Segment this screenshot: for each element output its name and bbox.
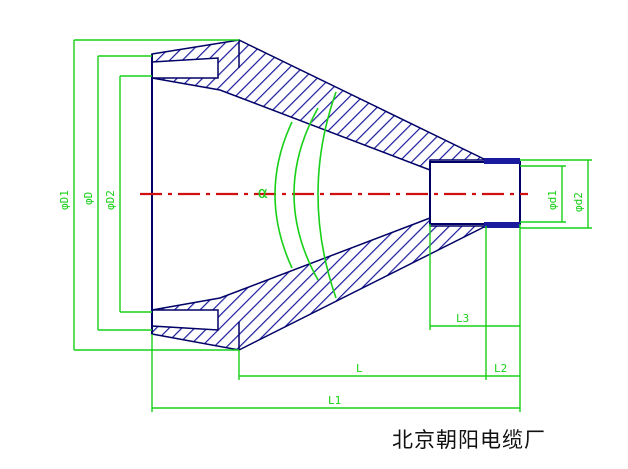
dim-stub-length: L2: [494, 362, 507, 375]
lower-cone-body: [151, 216, 487, 351]
caption-text: 北京朝阳电缆厂: [392, 428, 546, 452]
right-dimension-lines: [520, 159, 592, 229]
dim-mid-diameter: φD: [82, 192, 95, 205]
dim-outer-diameter: φD1: [58, 190, 71, 210]
bottom-dimension-lines: [151, 224, 521, 412]
dim-cone-length: L: [356, 362, 363, 375]
cone-angle-label: α: [258, 183, 268, 202]
left-dimension-lines: [73, 39, 239, 351]
dim-small-diameter-2: φd2: [572, 192, 585, 212]
angle-arcs: [274, 91, 337, 299]
upper-cone-body: [151, 39, 487, 172]
dim-inner-diameter: φD2: [104, 190, 117, 210]
dim-total-length: L1: [328, 394, 341, 407]
dim-small-diameter-1: φd1: [546, 190, 559, 210]
dim-tail-length: L3: [456, 312, 469, 325]
